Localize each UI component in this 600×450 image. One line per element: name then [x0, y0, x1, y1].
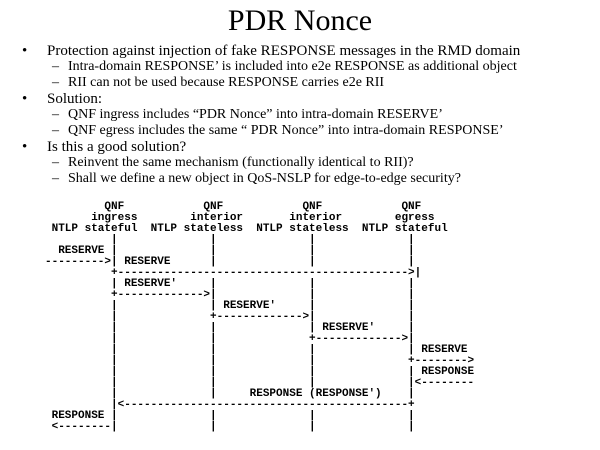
bullet-text: Protection against injection of fake RES…	[47, 43, 521, 59]
bullet-item: – QNF egress includes the same “ PDR Non…	[0, 123, 600, 139]
diagram-line: | | | | RESPONSE	[45, 366, 475, 378]
diagram-line: | | RESERVE' | |	[45, 300, 415, 312]
diagram-line: ingress interior interior egress	[45, 212, 435, 224]
bullet-marker: –	[52, 123, 59, 138]
bullet-item: • Is this a good solution?	[0, 139, 600, 155]
diagram-line: <--------| | | |	[45, 421, 415, 433]
bullet-marker: –	[52, 171, 59, 186]
diagram-line: | | | |<--------	[45, 377, 475, 389]
sequence-diagram: QNF QNF QNF QNF ingress interior interio…	[45, 202, 474, 433]
diagram-line: | | | RESERVE' |	[45, 322, 415, 334]
bullet-text: RII can not be used because RESPONSE car…	[68, 75, 385, 90]
bullet-text: Reinvent the same mechanism (functionall…	[68, 155, 414, 170]
diagram-line: RESPONSE | | | |	[45, 410, 415, 422]
bullet-text: Shall we define a new object in QoS-NSLP…	[68, 171, 461, 186]
diagram-line: | | | |	[45, 234, 415, 246]
bullet-text: QNF ingress includes “PDR Nonce” into in…	[68, 107, 443, 122]
bullet-marker: –	[52, 155, 59, 170]
diagram-line: | | | | RESERVE	[45, 344, 468, 356]
bullet-text: Intra-domain RESPONSE’ is included into …	[68, 59, 517, 74]
diagram-line: | +------------->| |	[45, 311, 415, 323]
bullet-marker: •	[22, 43, 28, 59]
bullet-text: Is this a good solution?	[47, 139, 187, 155]
bullet-marker: –	[52, 107, 59, 122]
diagram-line: | | | +-------->	[45, 355, 475, 367]
bullet-item: • Protection against injection of fake R…	[0, 43, 600, 59]
bullet-item: – Intra-domain RESPONSE’ is included int…	[0, 59, 600, 75]
diagram-line: | | +------------->|	[45, 333, 415, 345]
bullet-item: • Solution:	[0, 91, 600, 107]
bullet-marker: –	[52, 75, 59, 90]
bullet-text: QNF egress includes the same “ PDR Nonce…	[68, 123, 504, 138]
bullet-marker: –	[52, 59, 59, 74]
diagram-line: | | RESPONSE (RESPONSE') |	[45, 388, 415, 400]
diagram-line: |<--------------------------------------…	[45, 399, 415, 411]
bullet-marker: •	[22, 139, 28, 155]
bullet-item: – RII can not be used because RESPONSE c…	[0, 75, 600, 91]
bullet-text: Solution:	[47, 91, 103, 107]
bullet-item: – Reinvent the same mechanism (functiona…	[0, 155, 600, 171]
diagram-line: +------------->| | |	[45, 289, 415, 301]
bullet-item: – Shall we define a new object in QoS-NS…	[0, 171, 600, 187]
bullet-list: • Protection against injection of fake R…	[0, 43, 600, 187]
bullet-marker: •	[22, 91, 28, 107]
diagram-line: QNF QNF QNF QNF	[45, 201, 422, 213]
bullet-item: – QNF ingress includes “PDR Nonce” into …	[0, 107, 600, 123]
diagram-line: RESERVE | | | |	[45, 245, 415, 257]
diagram-line: --------->| RESERVE | | |	[45, 256, 415, 268]
diagram-line: NTLP stateful NTLP stateless NTLP statel…	[45, 223, 448, 235]
page-title: PDR Nonce	[227, 4, 373, 37]
diagram-line: | RESERVE' | | |	[45, 278, 415, 290]
diagram-line: +---------------------------------------…	[45, 267, 422, 279]
